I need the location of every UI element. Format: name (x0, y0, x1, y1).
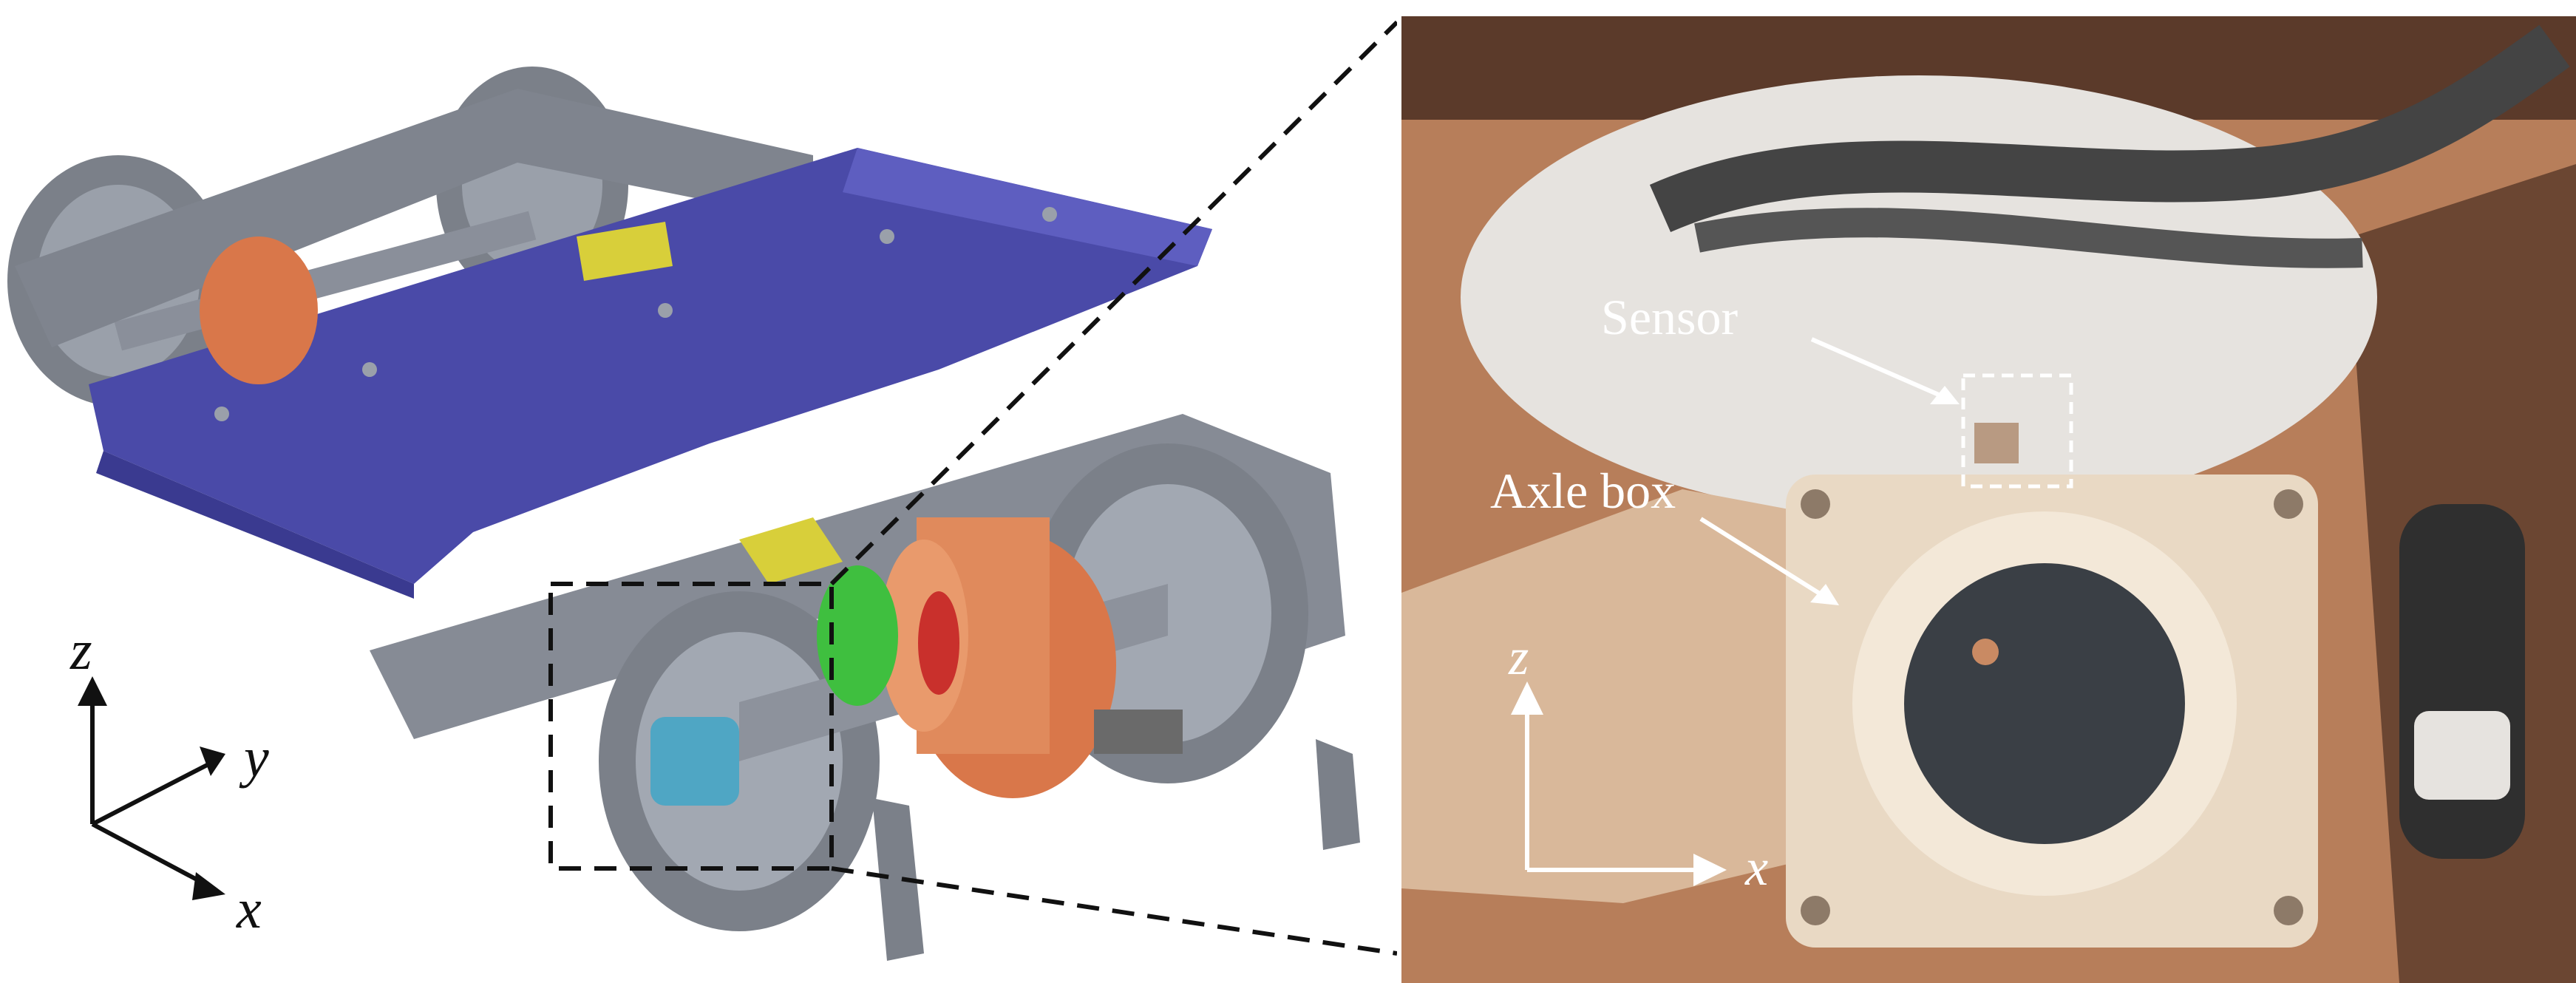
cable (1694, 208, 2363, 268)
sensor-label: Sensor (1601, 289, 1738, 345)
axle-box-photo-panel: Sensor Axle box z x (1401, 16, 2576, 983)
axle-box-arrow (1699, 517, 1832, 602)
blue-top-plate (89, 148, 1212, 599)
damper-end (2414, 711, 2510, 800)
hose-bundle (1649, 24, 2570, 233)
axle-box-arrowhead (1810, 584, 1839, 605)
yellow-bracket-rear (577, 222, 673, 281)
sensor-highlight-box (1961, 373, 2073, 489)
axle-box-label: Axle box (1490, 463, 1676, 519)
left-axis-y-label: y (239, 727, 269, 789)
rear-motor (200, 237, 318, 384)
zoom-line-bottom (831, 866, 1397, 956)
brake-hanger-front (1316, 739, 1360, 850)
damper-bellows (2399, 504, 2525, 859)
right-axis-x-label: x (1744, 840, 1768, 897)
cad-axle-box (650, 717, 739, 806)
sensor-arrow (1810, 337, 1954, 403)
axle-box-photo: Sensor Axle box z x (1401, 16, 2576, 983)
cover-bolt (1972, 639, 1999, 665)
zoom-line-top (829, 20, 1397, 586)
left-axis-z-label: z (69, 619, 92, 681)
cad-bogie-illustration: z y x (7, 20, 1397, 961)
brake-hanger (872, 798, 924, 961)
sensor-body (1974, 423, 2019, 463)
axle-box-cover (1904, 563, 2185, 844)
cad-bogie-panel: z y x (7, 20, 1397, 961)
housing-bolt-2 (2274, 489, 2303, 519)
left-coordinate-axes (78, 676, 225, 900)
left-axis-x-label: x (236, 878, 262, 940)
right-axis-z-label: z (1508, 629, 1529, 686)
right-coordinate-axes (1511, 681, 1727, 886)
housing-bolt-4 (2274, 896, 2303, 925)
green-coupling (817, 565, 898, 706)
housing-bolt-1 (1801, 489, 1830, 519)
housing-bolt-3 (1801, 896, 1830, 925)
red-ring (918, 591, 959, 695)
yellow-bracket (739, 517, 843, 584)
sensor-arrowhead (1930, 386, 1960, 404)
